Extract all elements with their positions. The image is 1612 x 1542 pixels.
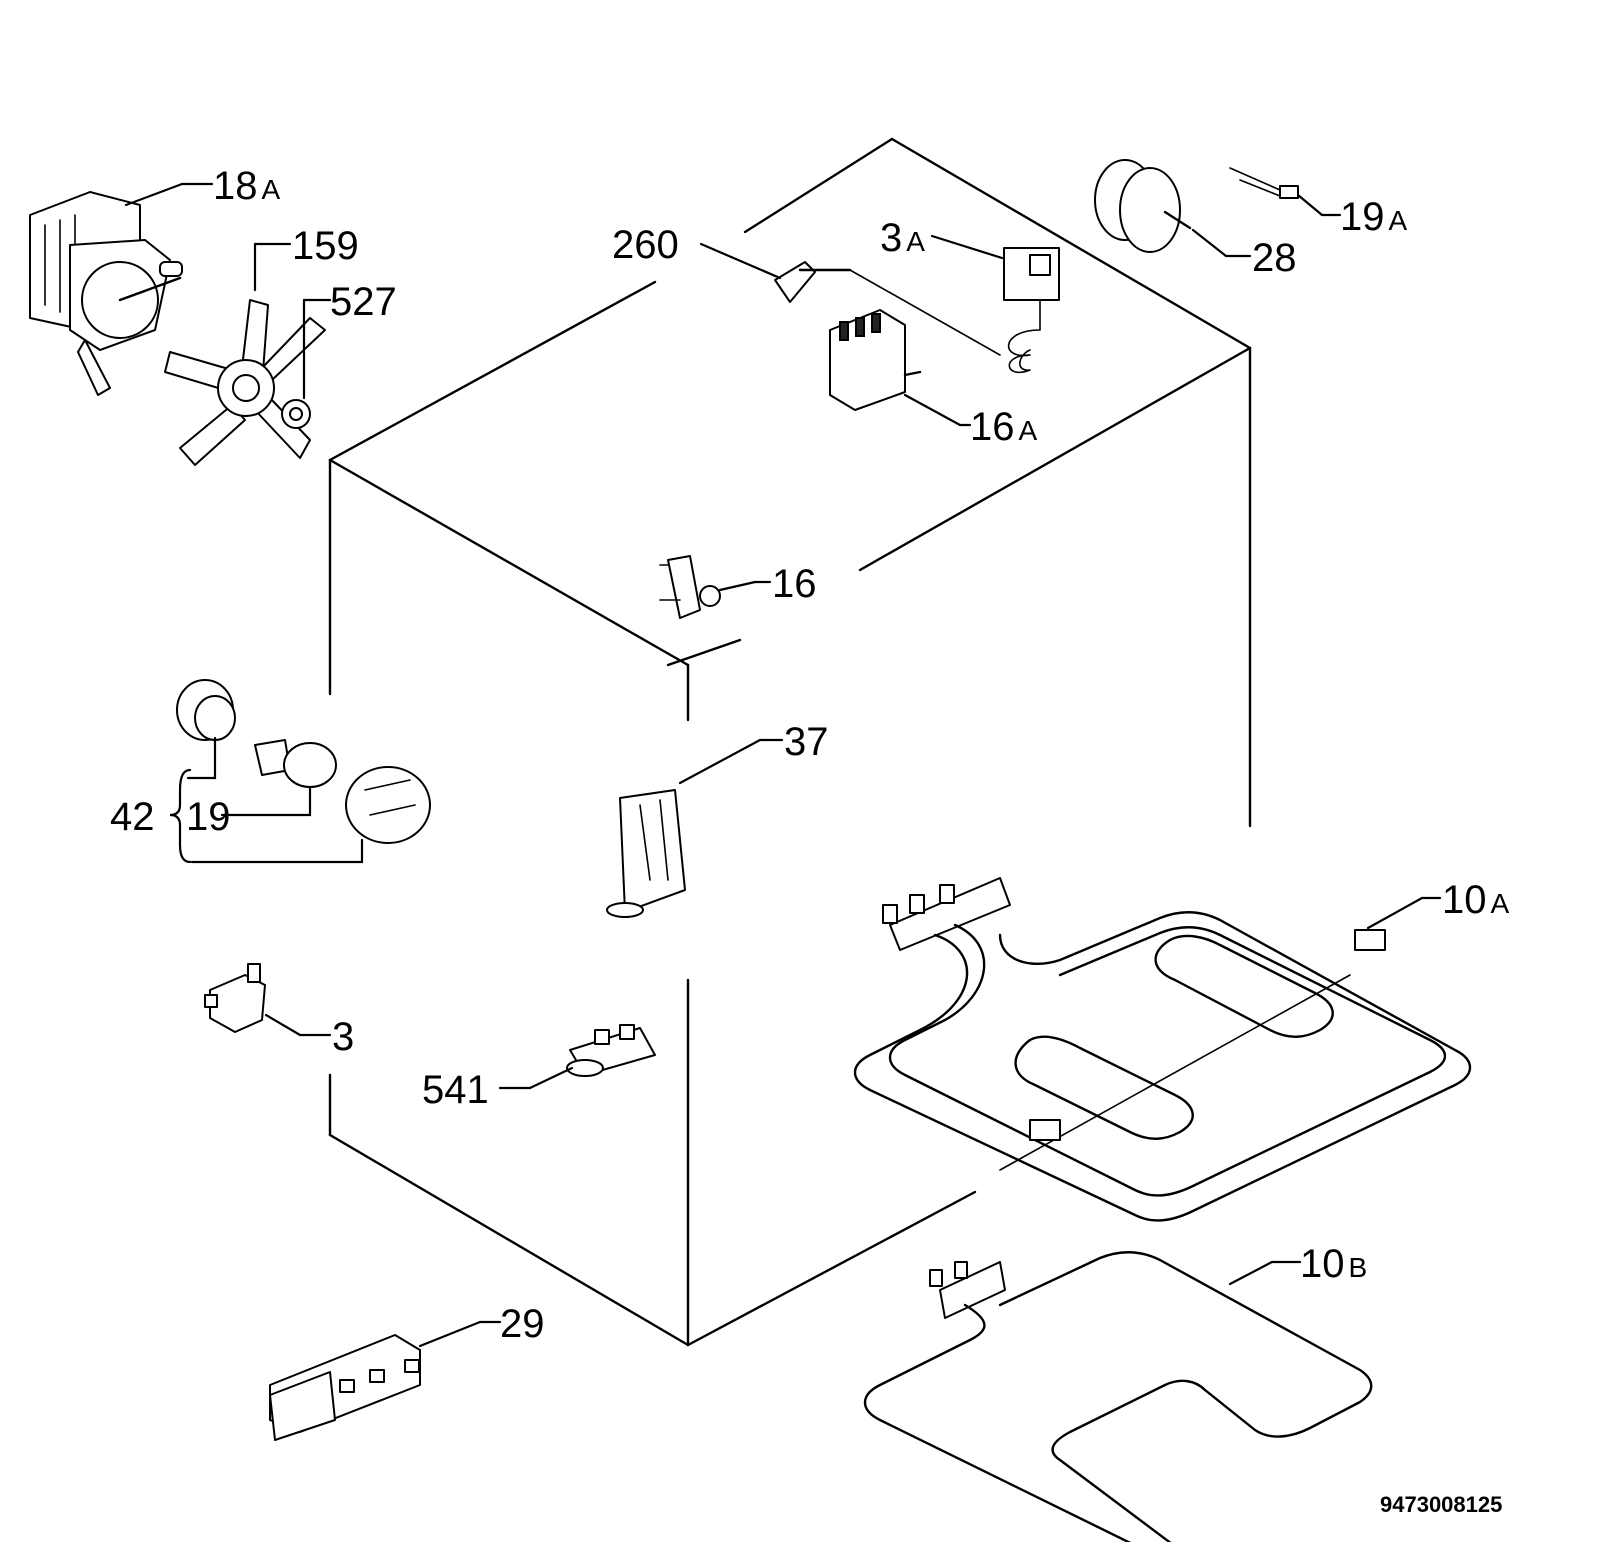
door-switch-illustration [606, 789, 686, 918]
push-switch-illustration [659, 555, 721, 619]
part-label-159: 159 [292, 224, 359, 268]
thermal-cutout-illustration [204, 963, 266, 1033]
bottom-element-illustration [863, 1251, 1373, 1542]
fan-motor-illustration [29, 191, 183, 396]
lamp-cover-illustration [345, 766, 431, 844]
part-label-29: 29 [500, 1302, 545, 1346]
part-label-42: 42 [110, 795, 155, 839]
part-label-541: 541 [422, 1068, 489, 1112]
fan-nut-illustration [281, 399, 311, 429]
cabinet-outline [328, 137, 1252, 1347]
lamp-holder-illustration [176, 679, 236, 741]
fan-blade-illustration [164, 299, 326, 466]
part-label-527: 527 [330, 280, 397, 324]
part-label-3: 3 [332, 1015, 354, 1059]
terminal-block-illustration [566, 1024, 656, 1077]
part-label-260: 260 [612, 223, 679, 267]
thermostat-probe-illustration [774, 261, 1001, 356]
part-label-37: 37 [784, 720, 829, 764]
timer-illustration [1094, 159, 1192, 253]
diagram-code: 9473008125 [1380, 1492, 1502, 1517]
part-label-16: 16 [772, 562, 817, 606]
part-label-19: 19 [186, 795, 231, 839]
lamp-bulb-illustration [254, 739, 337, 788]
ignition-module-illustration [269, 1334, 421, 1441]
part-label-28: 28 [1252, 236, 1297, 280]
lamp-wire-illustration [1229, 167, 1299, 199]
thermostat-illustration [1003, 247, 1060, 374]
selector-switch-illustration [829, 309, 922, 411]
grill-element-illustration [853, 877, 1472, 1222]
